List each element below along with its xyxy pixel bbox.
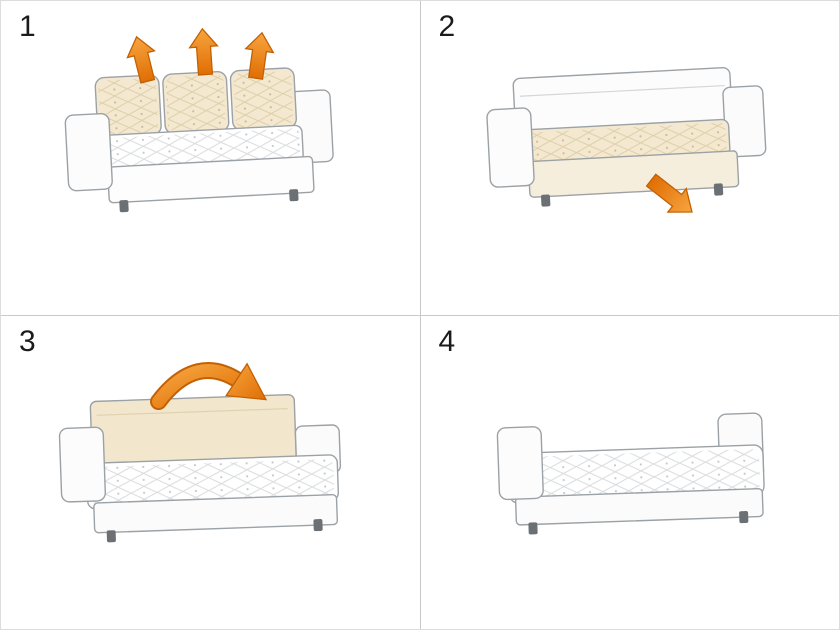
step-panel-3: 3 xyxy=(1,315,420,629)
step-number-4: 4 xyxy=(438,324,456,358)
sofa-leg xyxy=(313,518,323,531)
fold-backrest xyxy=(89,393,297,468)
sofa-leg xyxy=(119,200,129,213)
sofa-left-arm xyxy=(496,425,544,500)
sofa-body xyxy=(64,67,334,213)
sofa-base xyxy=(93,493,339,533)
up-arrow-icon xyxy=(126,35,156,84)
step-number-2: 2 xyxy=(438,10,456,43)
fold-down-curved-arrow-icon xyxy=(150,361,268,410)
up-arrow-icon xyxy=(244,31,275,80)
step-panel-2: 2 xyxy=(420,1,839,315)
sofa-leg xyxy=(527,521,538,534)
sofa-left-arm xyxy=(58,426,107,503)
sofa-leg xyxy=(540,194,550,207)
sofa-leg xyxy=(713,183,723,196)
sofa-step-3-illustration xyxy=(58,361,342,542)
step-panel-4: 4 xyxy=(420,315,839,629)
sofa-body xyxy=(58,393,342,542)
sofa-step-1-illustration xyxy=(64,27,334,213)
pull-out-arrow-icon xyxy=(645,173,693,213)
up-arrow-icon xyxy=(188,27,219,76)
back-cushions xyxy=(94,67,297,138)
sofa-step-4-illustration xyxy=(496,411,765,534)
sofa-step-2-illustration xyxy=(485,67,766,213)
step-panel-1: 1 xyxy=(1,1,420,315)
sofa-base xyxy=(514,487,764,526)
sofa-leg xyxy=(289,189,299,202)
sofa-left-arm xyxy=(485,107,535,188)
step-number-1: 1 xyxy=(19,10,36,43)
step-number-3: 3 xyxy=(19,324,36,358)
sofa-leg xyxy=(738,510,748,523)
sofa-body xyxy=(496,411,765,534)
sofa-left-arm xyxy=(64,112,113,192)
sofa-body xyxy=(485,67,766,207)
sofa-leg xyxy=(106,529,116,542)
